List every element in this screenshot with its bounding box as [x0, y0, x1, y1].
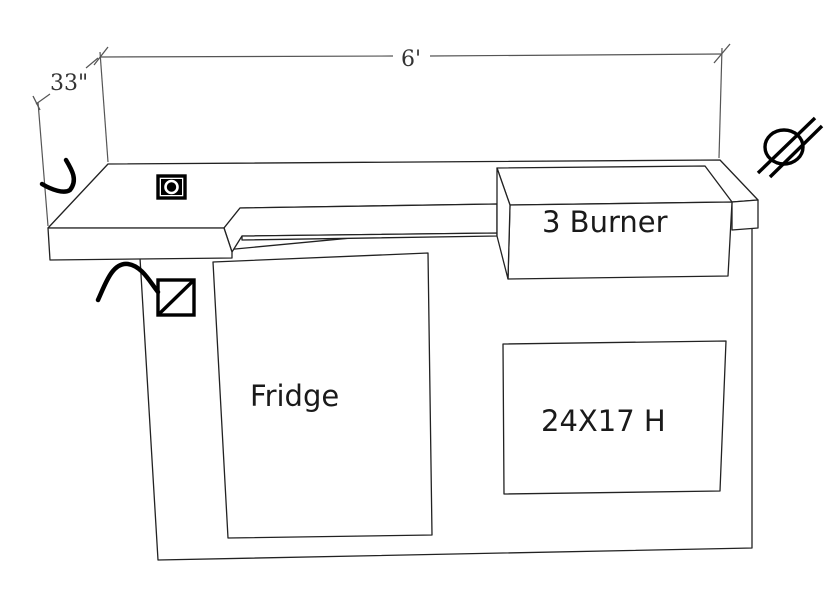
- grill-unit: 3 Burner: [496, 165, 733, 280]
- fridge-unit: Fridge: [212, 252, 433, 539]
- access-door-label: 24X17 H: [541, 404, 666, 438]
- countertop-front-edge: [47, 227, 233, 261]
- outlet-icon: [156, 174, 187, 200]
- depth-label: 33": [50, 71, 88, 96]
- width-tick-right: [713, 43, 731, 64]
- depth-dim-line-upper: [85, 57, 99, 69]
- depth-dimension: 33": [32, 57, 99, 227]
- width-extension-left: [99, 51, 109, 163]
- grill-left-side: [496, 167, 511, 280]
- fridge-label: Fridge: [250, 379, 339, 413]
- width-tick-left: [93, 46, 109, 66]
- depth-tick-left: [32, 95, 41, 111]
- water-line-icon: [39, 157, 77, 194]
- width-label: 6': [401, 47, 421, 72]
- depth-extension: [37, 101, 49, 227]
- countertop-right-edge: [731, 199, 759, 231]
- width-dim-line-left: [99, 55, 394, 58]
- grill-label: 3 Burner: [542, 205, 668, 239]
- access-door: 24X17 H: [502, 340, 727, 495]
- access-panel-icon: [156, 278, 196, 317]
- fridge-door: [212, 252, 433, 539]
- drain-line-icon: [95, 261, 161, 303]
- width-dim-line-right: [429, 53, 723, 57]
- access-door-panel: [502, 340, 727, 495]
- width-extension-right: [718, 47, 723, 159]
- width-dimension: 6': [93, 43, 731, 163]
- gas-line-icon: [756, 116, 824, 179]
- grill-lid-top: [496, 165, 733, 206]
